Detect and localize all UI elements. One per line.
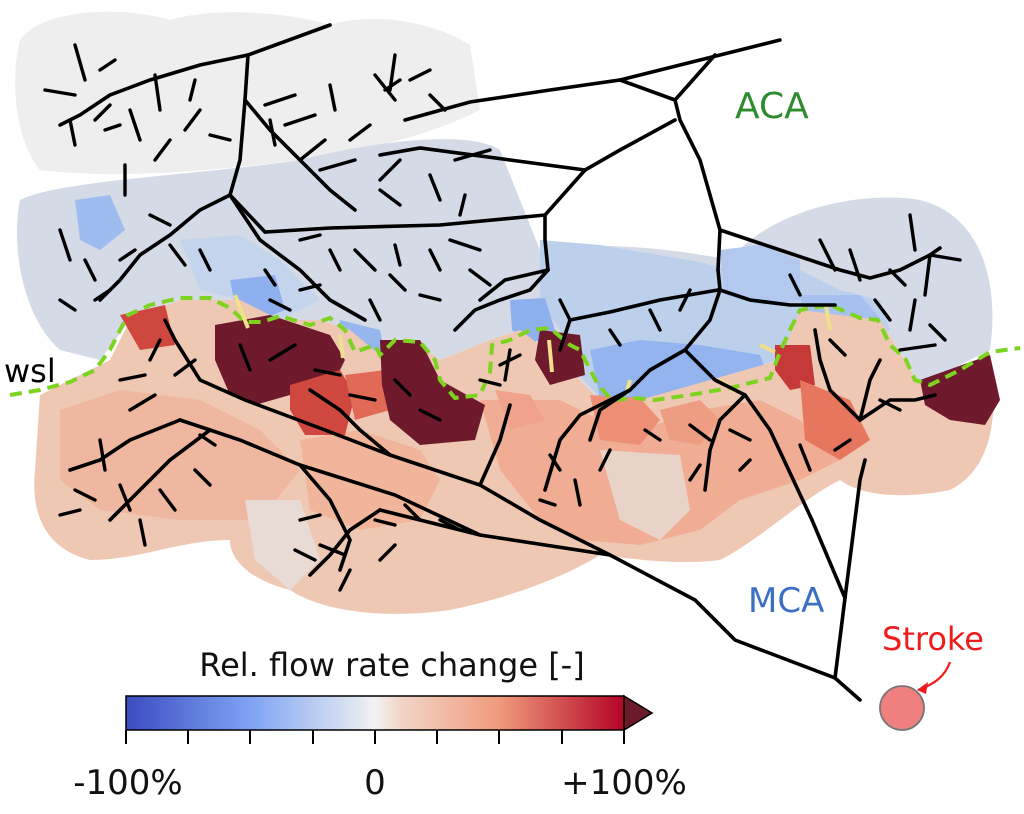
watershed-label: wsl	[4, 352, 56, 390]
stroke-marker: Stroke	[879, 620, 984, 731]
stroke-label: Stroke	[882, 620, 984, 658]
stroke-site-icon	[879, 685, 925, 731]
colorbar-ticks	[125, 730, 625, 744]
colorbar-extend-arrow	[623, 694, 654, 732]
colorbar-tick-max: +100%	[561, 763, 687, 803]
mca-label: MCA	[748, 581, 824, 621]
colorbar-tick-min: -100%	[73, 763, 182, 803]
colorbar-gradient	[125, 695, 625, 731]
aca-label: ACA	[735, 86, 809, 127]
colorbar-title: Rel. flow rate change [-]	[199, 646, 584, 684]
watershed-line	[9, 296, 1021, 403]
colorbar-tick-mid: 0	[364, 763, 386, 803]
terminal-vessel-stubs	[43, 43, 962, 592]
colorbar: Rel. flow rate change [-]	[73, 646, 687, 803]
